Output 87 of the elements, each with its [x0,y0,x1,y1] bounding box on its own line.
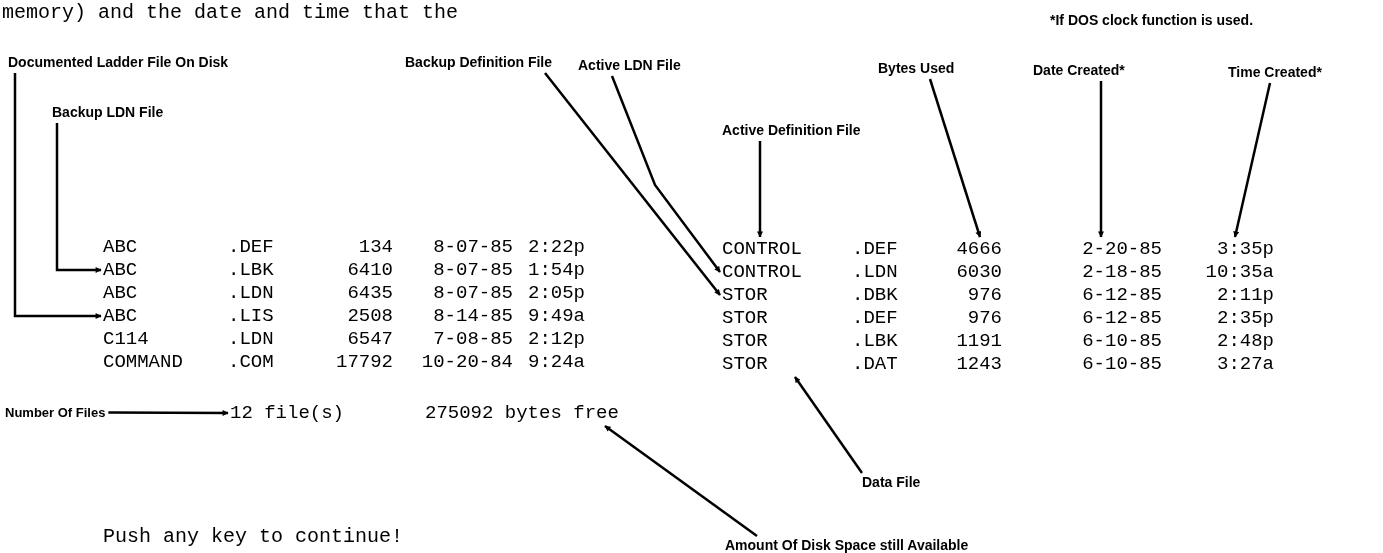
file-size: 134 [358,236,393,258]
file-size: 1191 [956,330,1002,352]
file-time: 2:22p [528,236,585,258]
leader-arrow [1233,82,1272,238]
file-date: 6-10-85 [1082,330,1162,352]
file-size: 1243 [956,353,1002,375]
file-time: 10:35a [1205,261,1274,283]
file-time: 2:05p [528,282,585,304]
file-name: CONTROL [722,261,802,283]
file-extension: .DAT [852,353,898,375]
file-name: STOR [722,307,768,329]
file-time: 9:49a [528,305,585,327]
leader-arrow [55,123,102,273]
file-date: 8-14-85 [433,305,513,327]
file-extension: .LDN [852,261,898,283]
callout-label: Active LDN File [578,57,681,74]
file-extension: .DEF [852,238,898,260]
file-date: 7-08-85 [433,328,513,350]
leader-arrow [108,410,229,416]
file-date: 6-12-85 [1082,284,1162,306]
callout-label: Data File [862,474,921,491]
intro-text: memory) and the date and time that the [2,2,459,24]
file-size: 4666 [956,238,1002,260]
file-name: ABC [103,282,138,304]
file-time: 2:35p [1217,307,1274,329]
file-name: STOR [722,330,768,352]
file-size: 6547 [347,328,393,350]
file-name: ABC [103,236,138,258]
file-size: 6435 [347,282,393,304]
footnote: *If DOS clock function is used. [1050,12,1254,29]
file-name: ABC [103,305,138,327]
file-date: 2-18-85 [1082,261,1162,283]
callout-label: Active Definition File [722,122,861,139]
leader-arrow [544,72,721,296]
file-size: 2508 [347,305,393,327]
file-size: 17792 [336,351,393,373]
prompt-text: Push any key to continue! [103,526,404,548]
file-name: CONTROL [722,238,802,260]
callout-label: Backup Definition File [405,54,552,71]
leader-arrow [604,425,758,537]
file-time: 3:35p [1217,238,1274,260]
leader-arrow [793,376,864,474]
file-size: 976 [967,284,1002,306]
file-date: 8-07-85 [433,282,513,304]
leader-arrow [610,75,721,273]
file-name: ABC [103,259,138,281]
file-date: 2-20-85 [1082,238,1162,260]
file-size: 6410 [347,259,393,281]
file-extension: .LDN [228,328,274,350]
file-extension: .COM [228,351,274,373]
file-extension: .LBK [852,330,898,352]
file-time: 2:11p [1217,284,1274,306]
callout-label: Amount Of Disk Space still Available [725,537,969,553]
leader-arrow [1098,81,1104,238]
file-name: COMMAND [103,351,183,373]
file-date: 10-20-84 [421,351,513,373]
file-time: 2:12p [528,328,585,350]
file-extension: .DEF [852,307,898,329]
file-date: 8-07-85 [433,236,513,258]
callout-label: Number Of Files [5,404,106,421]
file-date: 6-12-85 [1082,307,1162,329]
file-name: STOR [722,284,768,306]
file-extension: .DEF [228,236,274,258]
file-time: 9:24a [528,351,585,373]
file-date: 6-10-85 [1082,353,1162,375]
file-extension: .LDN [228,282,274,304]
callout-label: Backup LDN File [52,104,164,121]
callout-label: Date Created* [1033,62,1125,79]
file-size: 6030 [956,261,1002,283]
file-extension: .DBK [852,284,898,306]
file-name: STOR [722,353,768,375]
file-extension: .LIS [228,305,274,327]
file-time: 2:48p [1217,330,1274,352]
status-text: 275092 bytes free [425,402,619,424]
file-time: 3:27a [1217,353,1274,375]
file-extension: .LBK [228,259,274,281]
callout-label: Documented Ladder File On Disk [8,54,229,71]
file-time: 1:54p [528,259,585,281]
leader-arrow [13,73,102,319]
callout-label: Bytes Used [878,60,955,77]
callout-label: Time Created* [1228,64,1322,81]
file-size: 976 [967,307,1002,329]
leader-arrow [757,141,763,238]
file-name: C114 [103,328,149,350]
file-date: 8-07-85 [433,259,513,281]
leader-arrow [928,78,982,238]
status-text: 12 file(s) [230,402,345,424]
